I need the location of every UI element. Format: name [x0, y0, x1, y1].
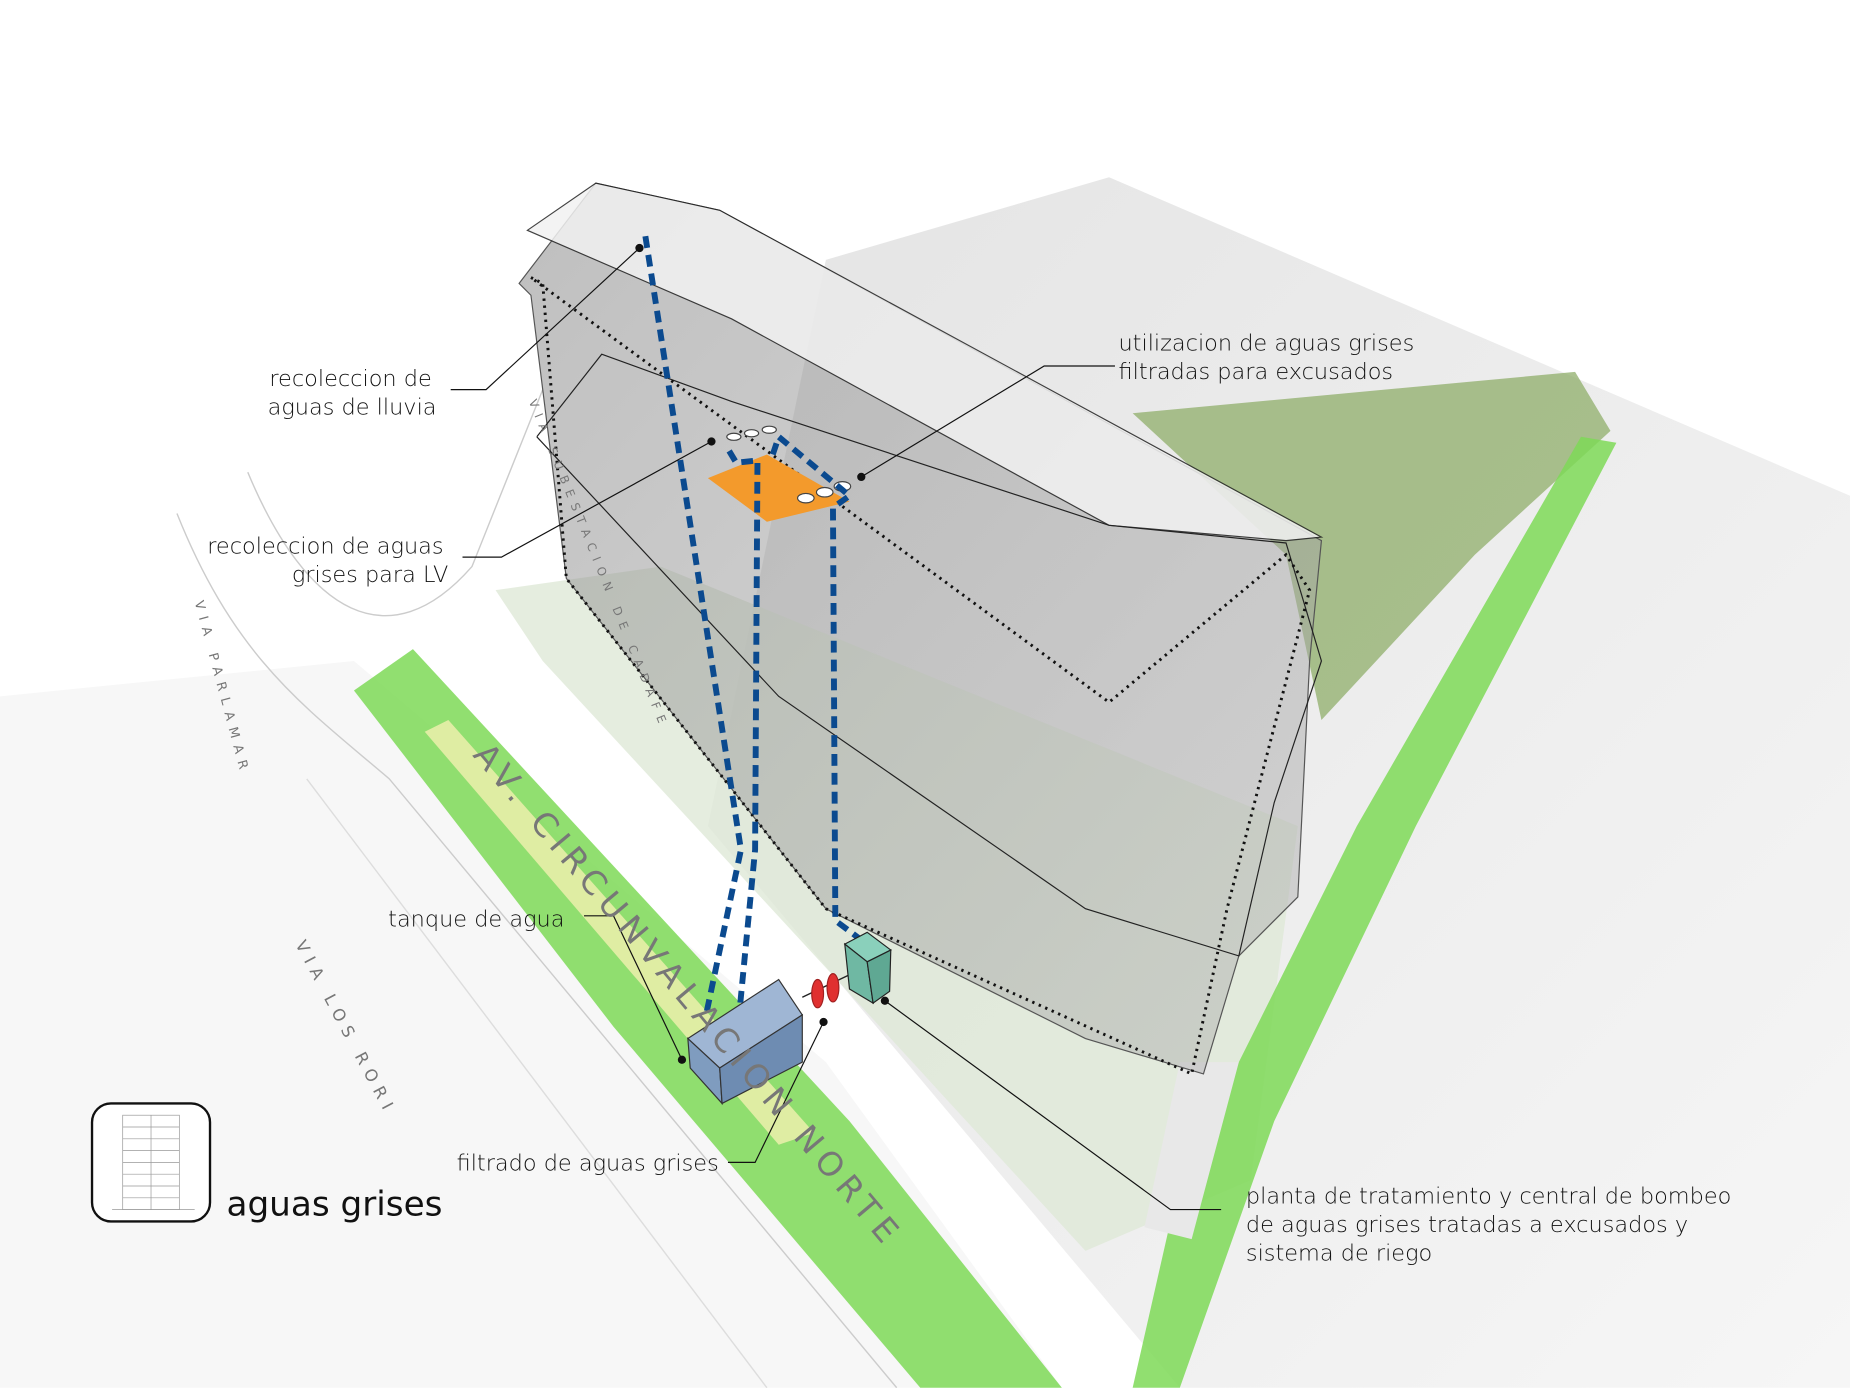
bathroom-slab — [707, 454, 850, 522]
crosswalk — [1144, 1062, 1239, 1240]
filtered-water-pipe — [770, 431, 861, 941]
street-curve-2 — [247, 389, 544, 617]
greywater-pipes — [642, 235, 861, 1022]
filter-icon — [811, 978, 825, 1009]
building-roof — [526, 182, 1324, 542]
treatment-plant-unit — [843, 931, 892, 1005]
street-edge — [306, 778, 768, 1388]
greywater-pipe — [726, 449, 761, 1022]
label-filtered-use: utilizacion de aguas grises filtradas pa… — [1118, 331, 1421, 385]
label-rain-collection: recoleccion de aguas de lluvia — [268, 366, 439, 420]
legend-title: aguas grises — [227, 1184, 443, 1224]
label-water-tank: tanque de agua — [388, 906, 564, 932]
leader-lines — [450, 247, 1222, 1211]
tree-strip-east — [1132, 436, 1617, 1388]
leader-dots — [635, 243, 890, 1064]
filter-icon — [826, 973, 840, 1003]
street-curve — [176, 513, 898, 1388]
label-greywater-filter: filtrado de aguas grises — [457, 1151, 719, 1177]
legend: aguas grises — [90, 1102, 443, 1224]
label-treatment-plant: planta de tratamiento y central de bombe… — [1246, 1184, 1739, 1267]
forest-area — [1132, 371, 1611, 720]
label-greywater-collection: recoleccion de aguas grises para LV — [207, 534, 450, 588]
water-tank — [686, 978, 804, 1106]
building-floor-outline — [536, 353, 1323, 957]
building-section-sketch — [112, 1114, 195, 1210]
